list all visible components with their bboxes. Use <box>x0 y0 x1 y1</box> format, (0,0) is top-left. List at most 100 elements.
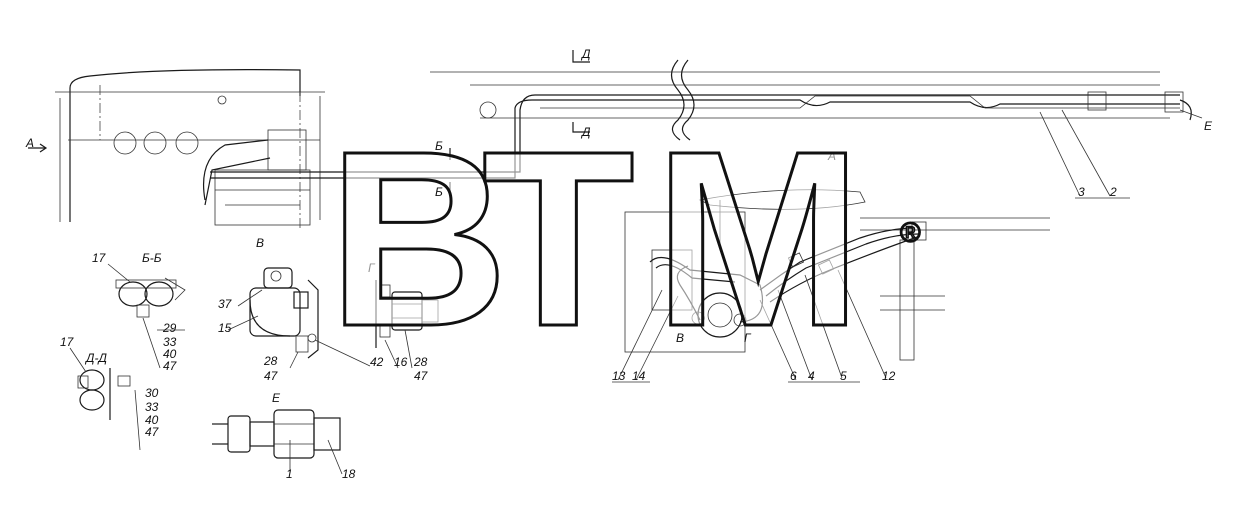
bracket-hatch <box>164 277 186 301</box>
hose-4 <box>765 233 919 297</box>
end-fitting <box>1164 91 1184 113</box>
main-assembly-view <box>28 50 1203 230</box>
hose-coupling <box>817 259 835 275</box>
section-dd-label-top: Д <box>580 47 591 61</box>
view-v <box>227 267 371 369</box>
leader-42 <box>314 339 371 367</box>
elbow-fitting <box>249 287 301 337</box>
leader-17 <box>69 347 87 373</box>
callout-17: 17 <box>92 251 107 265</box>
leader-e <box>1179 109 1203 119</box>
callout-1: 1 <box>286 467 293 481</box>
hole <box>175 131 199 155</box>
callout-29: 29 <box>162 321 177 335</box>
hose-coupling <box>787 252 805 268</box>
callout-18: 18 <box>342 467 356 481</box>
leader-2 <box>1061 109 1111 197</box>
section-dd-marker-top <box>572 50 590 63</box>
clamp-bracket <box>115 279 177 289</box>
view-g-title: Г <box>368 261 376 275</box>
callout-17: 17 <box>60 335 75 349</box>
callout-28: 28 <box>263 354 278 368</box>
clamp-bolt <box>77 375 89 389</box>
fitting-nut-left <box>227 415 251 453</box>
view-e <box>212 409 343 475</box>
tank-outline <box>698 189 866 210</box>
callout-2: 2 <box>1109 185 1117 199</box>
clamp-nut <box>117 375 131 387</box>
callout-47: 47 <box>163 359 178 373</box>
callout-47: 47 <box>414 369 429 383</box>
hole <box>217 95 227 105</box>
section-dd-label-bottom: Д <box>580 125 591 139</box>
view-g-callout: Г <box>744 331 752 345</box>
leader-14 <box>635 295 679 381</box>
break-line <box>670 59 685 141</box>
pipe-end <box>1179 99 1192 121</box>
hole <box>113 131 137 155</box>
leader-5 <box>804 274 843 379</box>
callout-6: 6 <box>790 369 797 383</box>
section-bb-title: Б-Б <box>142 251 162 265</box>
section-bb-label-bottom: Б <box>435 185 443 199</box>
fitting-end <box>313 417 341 451</box>
callout-13: 13 <box>612 369 626 383</box>
cab-outline <box>69 69 301 222</box>
leader-28 <box>404 329 413 369</box>
leader-3 <box>1039 111 1081 197</box>
bolt <box>379 284 391 298</box>
hose-5 <box>759 227 916 291</box>
tank-body <box>214 169 311 226</box>
break-line <box>680 59 695 141</box>
leader-18 <box>327 439 343 475</box>
callout-3: 3 <box>1078 185 1085 199</box>
pipe-line-inner <box>540 95 1180 109</box>
leader-30 <box>134 389 141 451</box>
section-dd-view <box>69 347 141 451</box>
section-bb-label-top: Б <box>435 139 443 153</box>
flange <box>307 279 319 359</box>
callout-40: 40 <box>163 347 177 361</box>
port-g <box>733 313 747 327</box>
frame-plate <box>624 211 746 353</box>
hose-13-b <box>655 264 736 283</box>
callout-12: 12 <box>882 369 896 383</box>
section-dd-marker-bottom <box>572 122 590 133</box>
section-dd-title: Д-Д <box>84 351 107 365</box>
cap-ring <box>270 270 282 282</box>
washer <box>307 333 317 343</box>
elbow-cap <box>263 267 293 289</box>
frame-post <box>899 239 915 361</box>
hose-14 <box>676 265 701 321</box>
view-a-arrow-label: A <box>25 136 34 150</box>
bracket <box>651 249 693 311</box>
callout-47: 47 <box>145 425 160 439</box>
clamp-ring-right <box>144 281 174 307</box>
leader-29 <box>142 317 161 369</box>
leader-28 <box>289 351 299 369</box>
callout-5: 5 <box>840 369 847 383</box>
pump-hub <box>707 302 733 328</box>
view-a <box>612 189 1050 383</box>
fitting-body <box>249 421 275 447</box>
callout-14: 14 <box>632 369 646 383</box>
hose-12 <box>769 235 921 303</box>
callout-40: 40 <box>145 413 159 427</box>
view-v-title: В <box>256 236 264 250</box>
fitting-nut-main <box>273 409 315 459</box>
clamp-block <box>1087 91 1107 111</box>
btm-watermark: B T M ® <box>327 98 922 380</box>
labels: A Б Б Д Д A В Г Е Б-Б Д-Д В Г Е 17 29 33… <box>25 47 1213 481</box>
callout-42: 42 <box>370 355 384 369</box>
view-e-title: Е <box>272 391 281 405</box>
watermark-registered: ® <box>900 217 921 248</box>
clamp-ring-top <box>79 369 105 391</box>
clamp-bolt <box>136 304 150 318</box>
nut <box>293 291 309 309</box>
leader-12 <box>837 269 887 379</box>
callout-4: 4 <box>808 369 815 383</box>
leader-15 <box>227 315 259 331</box>
port-v <box>691 311 705 325</box>
